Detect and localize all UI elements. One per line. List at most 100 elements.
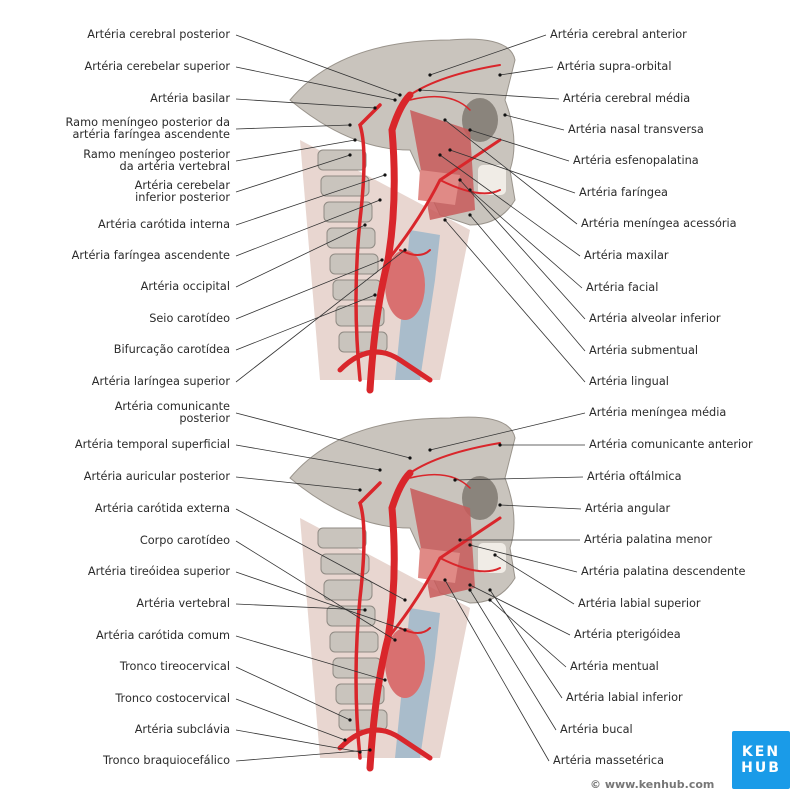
leader-dot (428, 73, 432, 77)
thyroid-gland (385, 250, 425, 320)
subclavian-artery (337, 727, 433, 761)
leader-dot (403, 628, 407, 632)
leader-dot (498, 503, 502, 507)
leader-line (235, 139, 356, 162)
leader-line (454, 476, 584, 481)
label-l-9: Seio carotídeo (149, 312, 230, 325)
leader-line (235, 66, 396, 101)
vertebra (326, 227, 376, 249)
label-l-4: Corpo carotídeo (139, 534, 230, 547)
cerebral-artery (409, 64, 501, 96)
leader-dot (373, 106, 377, 110)
thyroid-gland (385, 628, 425, 698)
label-r-5: Artéria faríngea (579, 186, 668, 199)
leader-dot (418, 88, 422, 92)
leader-dot (403, 598, 407, 602)
leader-dot (498, 443, 502, 447)
leader-line (469, 544, 578, 573)
label-l-11: Tronco braquiocefálico (102, 754, 230, 767)
vertebra (338, 331, 388, 353)
leader-dot (393, 98, 397, 102)
label-l-10: Bifurcação carotídea (113, 343, 230, 356)
label-r-10: Artéria submentual (589, 344, 699, 357)
leader-dot (488, 588, 492, 592)
leader-dot (468, 543, 472, 547)
label-l-6: Artéria carótida interna (98, 218, 230, 231)
leader-dot (468, 583, 472, 587)
leader-dot (348, 123, 352, 127)
leader-dot (408, 456, 412, 460)
label-r-6: Artéria labial superior (578, 597, 701, 610)
leader-line (235, 729, 361, 753)
label-l-0: Artéria cerebral posterior (87, 28, 230, 41)
leader-dot (363, 223, 367, 227)
label-r-7: Artéria pterigóidea (574, 628, 681, 641)
leader-line (444, 579, 550, 762)
leader-line (235, 174, 386, 226)
label-l-2: Artéria auricular posterior (83, 470, 230, 483)
label-l-4: Ramo meníngeo posterior da artéria verte… (83, 148, 230, 173)
leader-line (235, 444, 381, 471)
vertebra (338, 709, 388, 731)
leader-line (235, 635, 386, 681)
leader-dot (443, 218, 447, 222)
leader-line (235, 249, 406, 383)
leader-dot (353, 138, 357, 142)
leader-line (494, 554, 575, 605)
leader-line (499, 66, 554, 76)
leader-line (459, 179, 586, 320)
label-l-3: Artéria carótida externa (94, 502, 230, 515)
leader-line (235, 199, 381, 257)
leader-dot (488, 598, 492, 602)
label-l-8: Tronco tireocervical (119, 660, 230, 673)
leader-line (235, 34, 401, 96)
leader-line (235, 224, 366, 288)
label-r-1: Artéria supra-orbital (557, 60, 672, 73)
label-r-5: Artéria palatina descendente (581, 565, 746, 578)
label-r-8: Artéria mentual (570, 660, 659, 673)
leader-dot (363, 608, 367, 612)
leader-dot (458, 178, 462, 182)
leader-dot (343, 738, 347, 742)
leader-line (235, 294, 376, 351)
cerebral-artery (409, 442, 501, 474)
leader-line (439, 154, 581, 257)
label-r-4: Artéria esfenopalatina (573, 154, 699, 167)
leader-line (469, 589, 557, 731)
leader-dot (393, 638, 397, 642)
vertebra (317, 149, 367, 171)
leader-line (444, 119, 578, 225)
teeth (478, 165, 506, 195)
orbit (462, 476, 498, 520)
copyright-text: © www.kenhub.com (590, 778, 715, 791)
label-r-1: Artéria comunicante anterior (589, 438, 753, 451)
label-r-2: Artéria cerebral média (563, 92, 691, 105)
vertebral-artery (354, 481, 382, 760)
leader-dot (380, 258, 384, 262)
leader-dot (373, 293, 377, 297)
facial-artery (439, 179, 501, 195)
leader-line (429, 412, 586, 451)
leader-line (469, 214, 586, 352)
label-r-11: Artéria massetérica (553, 754, 664, 767)
leader-dot (468, 213, 472, 217)
label-l-8: Artéria occipital (140, 280, 230, 293)
leader-line (235, 476, 361, 491)
logo-line2: HUB (741, 760, 781, 776)
vertebra (335, 305, 385, 327)
vertebra (335, 683, 385, 705)
vertebra (323, 579, 373, 601)
pterygoid-muscle (418, 170, 460, 205)
pterygoid-muscle (418, 548, 460, 583)
leader-line (235, 508, 406, 601)
label-l-1: Artéria temporal superficial (74, 438, 230, 451)
kenhub-logo[interactable]: KEN HUB (732, 731, 790, 789)
label-r-2: Artéria oftálmica (587, 470, 682, 483)
carotid-artery (366, 91, 414, 394)
leader-dot (348, 718, 352, 722)
label-l-9: Tronco costocervical (115, 692, 230, 705)
leader-dot (453, 478, 457, 482)
label-l-6: Artéria vertebral (136, 597, 230, 610)
facial-artery (439, 557, 501, 573)
leader-line (469, 129, 570, 162)
